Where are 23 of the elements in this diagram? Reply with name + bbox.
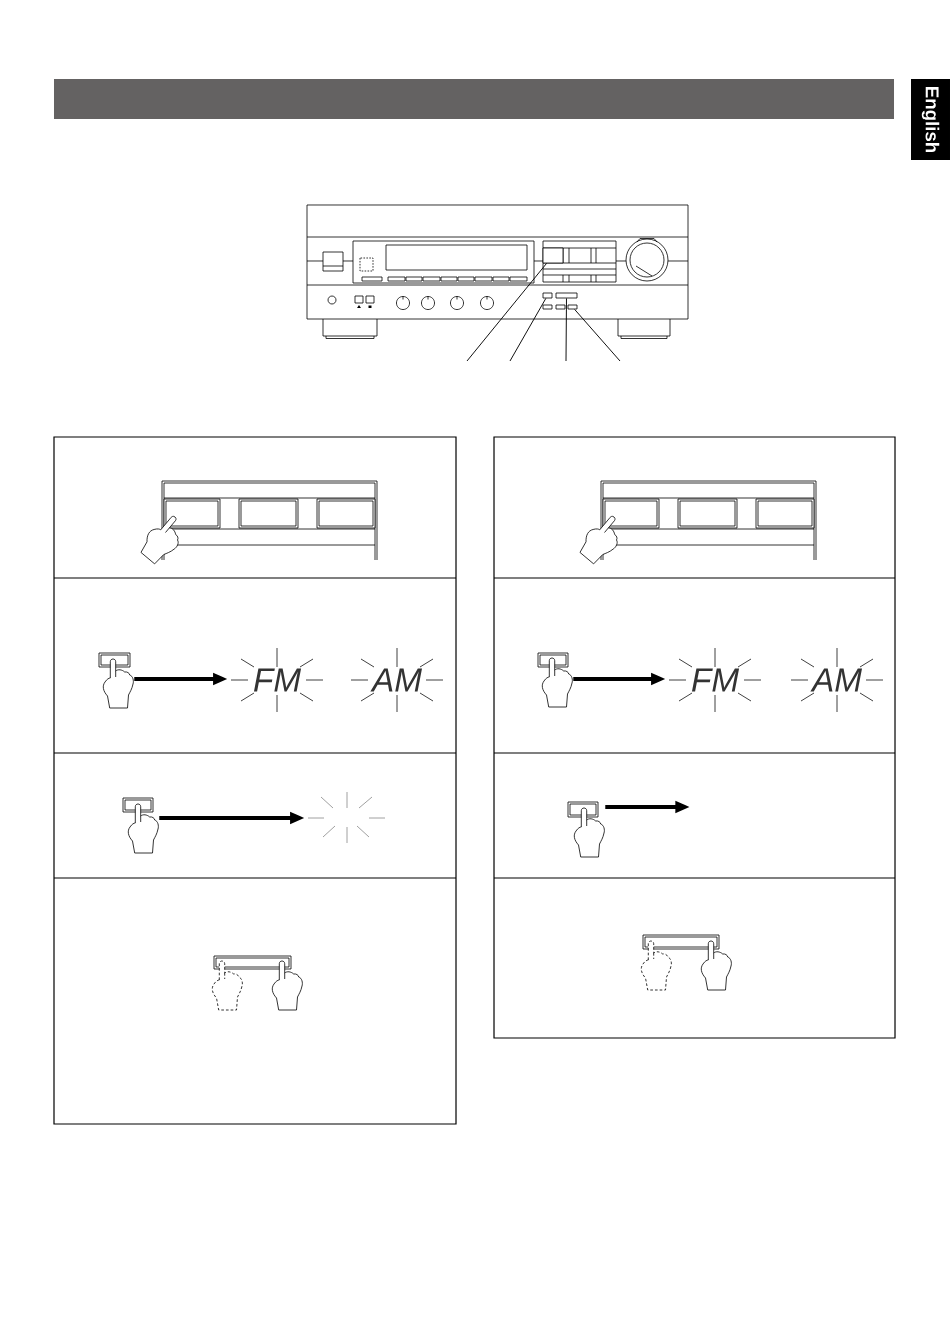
hand-pressing-button [98, 652, 134, 709]
heading-bar [54, 79, 894, 119]
button [555, 292, 578, 299]
hand-pressing-button [567, 801, 605, 858]
leader-line [509, 297, 547, 362]
hand [271, 960, 303, 1011]
button [542, 247, 564, 264]
leader-line [565, 297, 567, 362]
hand-pressing-button [537, 652, 573, 708]
flashing-display: AM [350, 647, 444, 713]
flash-burst [307, 791, 386, 844]
flashing-display: FM [668, 647, 762, 713]
dashed-hand [640, 940, 672, 991]
flashing-display: AM [790, 647, 884, 713]
button [542, 292, 553, 299]
dashed-hand [211, 960, 243, 1011]
hand [700, 940, 732, 991]
hand-pressing-button [122, 797, 159, 854]
button [567, 304, 578, 310]
leader-line [574, 308, 621, 362]
language-tab: English [911, 79, 950, 160]
leader-line [466, 262, 548, 362]
flashing-display: FM [230, 647, 324, 713]
